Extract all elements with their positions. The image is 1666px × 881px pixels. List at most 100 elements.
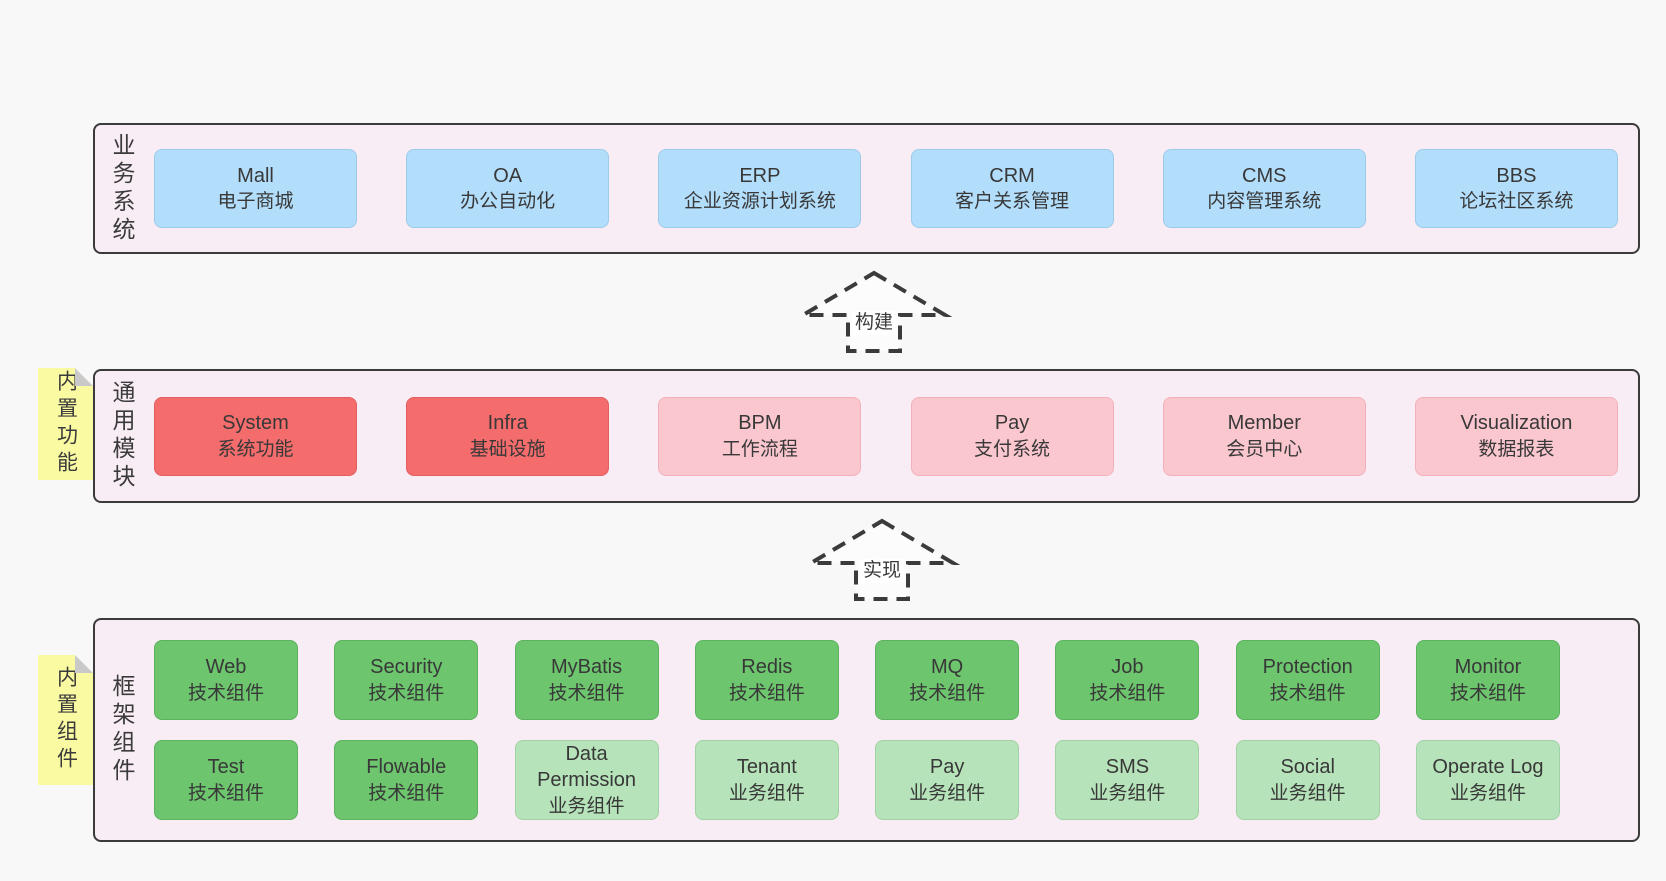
arrow-label: 实现 bbox=[859, 559, 905, 583]
box-test: Test 技术组件 bbox=[154, 740, 298, 820]
box-subtitle: 企业资源计划系统 bbox=[683, 191, 836, 213]
box-sms: SMS 业务组件 bbox=[1055, 740, 1200, 820]
box-subtitle: 业务组件 bbox=[1269, 782, 1346, 804]
box-subtitle: 业务组件 bbox=[1449, 782, 1526, 804]
business-items-row: Mall 电子商城 OA 办公自动化 ERP 企业资源计划系统 CRM 客户关系… bbox=[154, 125, 1618, 252]
box-mybatis: MyBatis 技术组件 bbox=[514, 640, 659, 720]
box-bbs: BBS 论坛社区系统 bbox=[1414, 149, 1618, 228]
box-subtitle: 技术组件 bbox=[1089, 682, 1166, 704]
box-title: Operate Log bbox=[1432, 756, 1544, 779]
box-title: Tenant bbox=[736, 756, 797, 779]
sticky-note-builtin-components: 内置组件 bbox=[38, 655, 93, 785]
box-title: CMS bbox=[1242, 164, 1287, 187]
section-label-modules: 通用模块 bbox=[109, 380, 135, 492]
modules-items-row: System 系统功能 Infra 基础设施 BPM 工作流程 Pay 支付系统… bbox=[154, 371, 1618, 501]
note-fold-corner bbox=[75, 655, 93, 673]
box-monitor: Monitor 技术组件 bbox=[1415, 640, 1560, 720]
box-title: Social bbox=[1280, 756, 1335, 779]
section-framework-components: 框架组件 Web 技术组件 Security 技术组件 MyBatis 技术组件… bbox=[93, 618, 1640, 842]
box-subtitle: 工作流程 bbox=[721, 438, 798, 460]
box-infra: Infra 基础设施 bbox=[406, 396, 610, 476]
box-subtitle: 数据报表 bbox=[1478, 438, 1555, 460]
box-subtitle: 办公自动化 bbox=[460, 191, 556, 213]
box-crm: CRM 客户关系管理 bbox=[910, 149, 1114, 228]
box-subtitle: 技术组件 bbox=[728, 682, 805, 704]
box-title: BPM bbox=[738, 412, 782, 435]
box-title: Job bbox=[1111, 656, 1144, 679]
box-subtitle: 电子商城 bbox=[217, 191, 294, 213]
box-member: Member 会员中心 bbox=[1162, 396, 1366, 476]
box-subtitle: 技术组件 bbox=[548, 682, 625, 704]
box-redis: Redis 技术组件 bbox=[694, 640, 839, 720]
box-subtitle: 技术组件 bbox=[909, 682, 986, 704]
box-pay: Pay 支付系统 bbox=[910, 396, 1114, 476]
box-title: MQ bbox=[931, 656, 964, 679]
box-title: Pay bbox=[929, 756, 965, 779]
box-social: Social 业务组件 bbox=[1235, 740, 1380, 820]
box-subtitle: 业务组件 bbox=[728, 782, 805, 804]
box-subtitle: 技术组件 bbox=[1269, 682, 1346, 704]
section-common-modules: 通用模块 System 系统功能 Infra 基础设施 BPM 工作流程 Pay… bbox=[93, 369, 1640, 503]
box-subtitle: 会员中心 bbox=[1226, 438, 1303, 460]
box-data-permission: Data Permission 业务组件 bbox=[514, 740, 659, 820]
box-subtitle: 业务组件 bbox=[909, 782, 986, 804]
sticky-note-builtin-features: 内置功能 bbox=[38, 368, 93, 480]
box-title: System bbox=[222, 412, 289, 435]
box-title: Visualization bbox=[1460, 412, 1573, 435]
box-title: SMS bbox=[1105, 756, 1150, 779]
framework-row-2: Test 技术组件 Flowable 技术组件 Data Permission … bbox=[154, 740, 1560, 820]
box-title: Protection bbox=[1262, 656, 1353, 679]
box-title: Member bbox=[1227, 412, 1301, 435]
box-bpm: BPM 工作流程 bbox=[658, 396, 862, 476]
box-cms: CMS 内容管理系统 bbox=[1162, 149, 1366, 228]
box-title: MyBatis bbox=[551, 656, 623, 679]
box-subtitle: 技术组件 bbox=[187, 682, 264, 704]
box-title: Flowable bbox=[366, 756, 447, 779]
section-label-framework: 框架组件 bbox=[109, 674, 135, 786]
box-title: Mall bbox=[237, 164, 274, 187]
note-label: 内置组件 bbox=[54, 666, 78, 774]
box-subtitle: 论坛社区系统 bbox=[1459, 191, 1574, 213]
box-subtitle: 业务组件 bbox=[548, 795, 625, 817]
box-security: Security 技术组件 bbox=[334, 640, 479, 720]
box-subtitle: 技术组件 bbox=[1449, 682, 1526, 704]
arrow-implement: 实现 bbox=[803, 518, 961, 602]
box-subtitle: 业务组件 bbox=[1089, 782, 1166, 804]
box-subtitle: 基础设施 bbox=[469, 438, 546, 460]
box-title: ERP bbox=[739, 164, 781, 187]
box-title: Pay bbox=[994, 412, 1030, 435]
box-tenant: Tenant 业务组件 bbox=[694, 740, 839, 820]
box-subtitle: 技术组件 bbox=[368, 782, 445, 804]
box-title: Monitor bbox=[1454, 656, 1522, 679]
framework-rows: Web 技术组件 Security 技术组件 MyBatis 技术组件 Redi… bbox=[154, 640, 1560, 820]
arrow-label: 构建 bbox=[851, 311, 897, 335]
box-oa: OA 办公自动化 bbox=[406, 149, 610, 228]
box-mall: Mall 电子商城 bbox=[154, 149, 357, 228]
box-title: Test bbox=[207, 756, 245, 779]
box-operate-log: Operate Log 业务组件 bbox=[1415, 740, 1560, 820]
box-title: Redis bbox=[741, 656, 793, 679]
box-visualization: Visualization 数据报表 bbox=[1414, 396, 1618, 476]
arrow-build: 构建 bbox=[795, 270, 953, 354]
section-business-systems: 业务系统 Mall 电子商城 OA 办公自动化 ERP 企业资源计划系统 CRM… bbox=[93, 123, 1640, 254]
box-protection: Protection 技术组件 bbox=[1235, 640, 1380, 720]
box-title: Data Permission bbox=[537, 743, 637, 792]
section-label-business: 业务系统 bbox=[109, 132, 135, 245]
box-system: System 系统功能 bbox=[154, 396, 357, 476]
box-subtitle: 技术组件 bbox=[187, 782, 264, 804]
box-title: Security bbox=[370, 656, 443, 679]
box-erp: ERP 企业资源计划系统 bbox=[658, 149, 862, 228]
box-title: OA bbox=[493, 164, 523, 187]
box-flowable: Flowable 技术组件 bbox=[334, 740, 479, 820]
box-subtitle: 支付系统 bbox=[974, 438, 1051, 460]
note-label: 内置功能 bbox=[54, 370, 78, 478]
box-job: Job 技术组件 bbox=[1055, 640, 1200, 720]
box-title: Web bbox=[205, 656, 247, 679]
box-title: BBS bbox=[1496, 164, 1537, 187]
box-subtitle: 客户关系管理 bbox=[955, 191, 1070, 213]
framework-row-1: Web 技术组件 Security 技术组件 MyBatis 技术组件 Redi… bbox=[154, 640, 1560, 720]
box-pay-component: Pay 业务组件 bbox=[875, 740, 1020, 820]
box-title: CRM bbox=[989, 164, 1035, 187]
box-subtitle: 系统功能 bbox=[217, 438, 294, 460]
